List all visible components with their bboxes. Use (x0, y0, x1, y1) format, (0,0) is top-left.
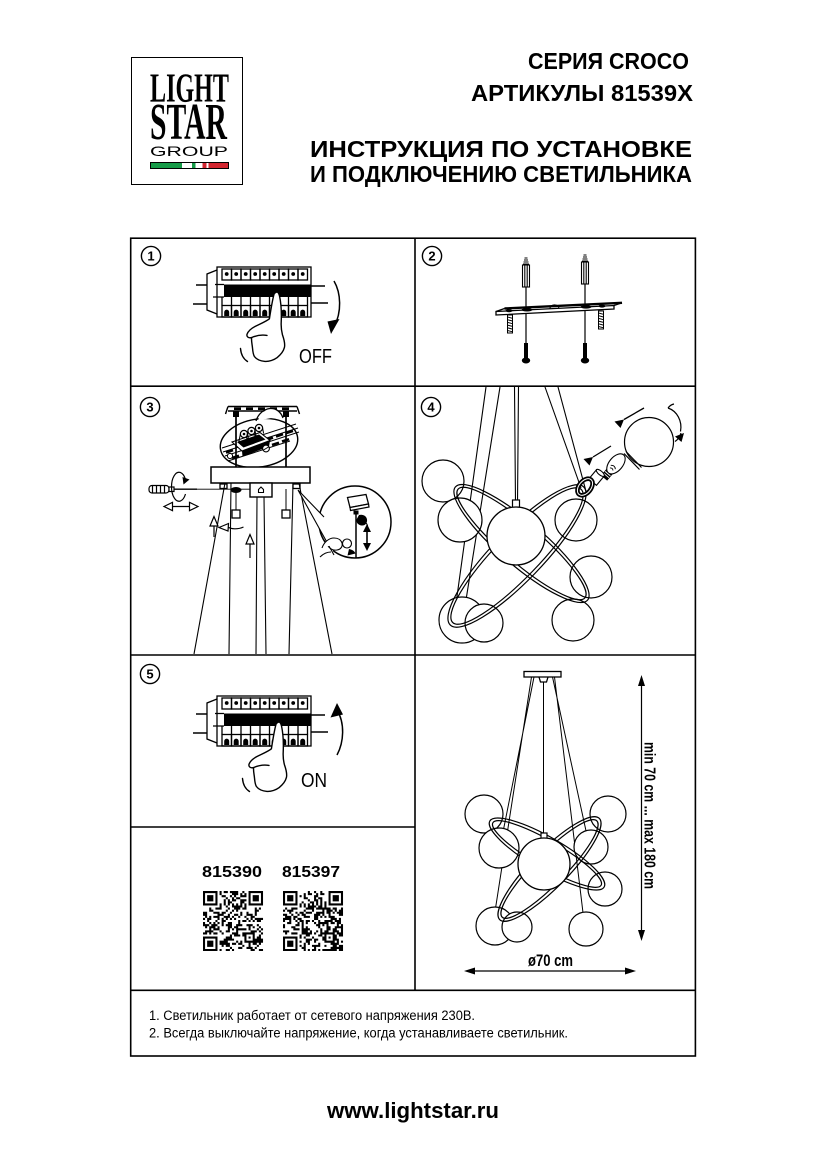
svg-text:3: 3 (146, 400, 153, 415)
svg-text:ø70 cm: ø70 cm (528, 952, 573, 970)
svg-text:STAR: STAR (150, 94, 227, 151)
svg-text:2: 2 (428, 249, 435, 264)
svg-text:min 70 cm ... max 180 cm: min 70 cm ... max 180 cm (641, 742, 658, 889)
svg-text:2. Всегда выключайте напряжени: 2. Всегда выключайте напряжение, когда у… (149, 1026, 568, 1041)
svg-text:1. Светильник работает от сете: 1. Светильник работает от сетевого напря… (149, 1008, 475, 1023)
svg-text:OFF: OFF (299, 345, 332, 368)
svg-text:И ПОДКЛЮЧЕНИЮ СВЕТИЛЬНИКА: И ПОДКЛЮЧЕНИЮ СВЕТИЛЬНИКА (310, 161, 692, 187)
svg-text:www.lightstar.ru: www.lightstar.ru (326, 1098, 499, 1123)
svg-text:5: 5 (146, 667, 153, 682)
svg-text:ON: ON (301, 769, 327, 792)
svg-text:4: 4 (427, 400, 435, 415)
svg-text:815397: 815397 (282, 864, 340, 881)
svg-text:ИНСТРУКЦИЯ ПО УСТАНОВКЕ: ИНСТРУКЦИЯ ПО УСТАНОВКЕ (310, 136, 692, 162)
svg-text:СЕРИЯ CROCO: СЕРИЯ CROCO (528, 48, 689, 74)
svg-text:1: 1 (147, 249, 154, 264)
svg-text:815390: 815390 (202, 864, 262, 881)
svg-text:АРТИКУЛЫ 81539X: АРТИКУЛЫ 81539X (471, 80, 693, 106)
svg-text:GROUP: GROUP (150, 143, 228, 159)
svg-text:LIGHT: LIGHT (150, 65, 229, 111)
